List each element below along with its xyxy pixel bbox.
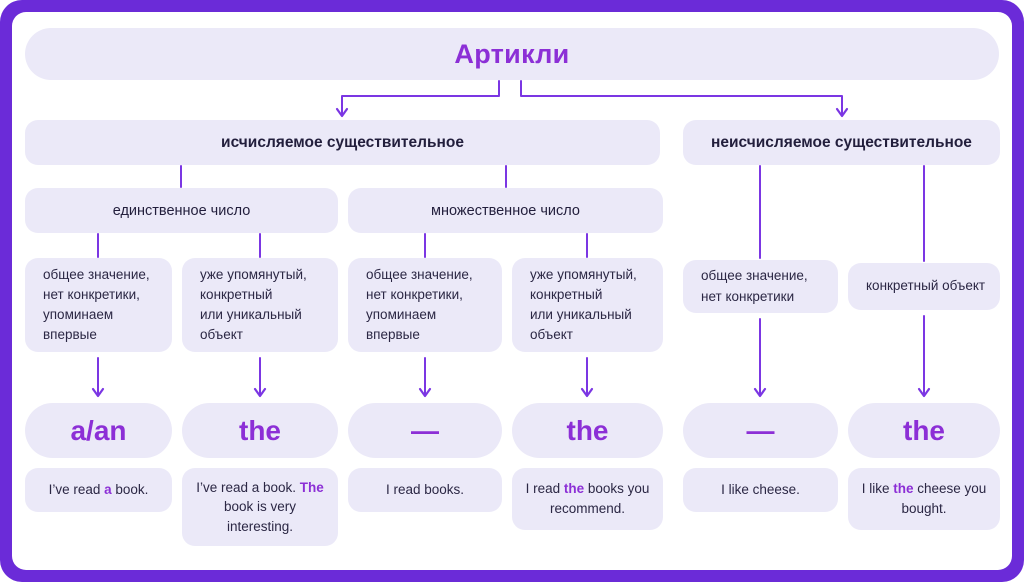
example-box-2: I’ve read a book. The book is very inter… [182,468,338,546]
article-label-6: the [903,414,945,446]
condition-text-1: общее значение, нет конкретики, упоминае… [43,266,150,343]
title-box: Артикли [25,28,999,80]
article-label-4: the [566,414,609,446]
node-uncountable: неисчисляемое существительное [683,120,1000,165]
node-plural: множественное число [348,188,663,233]
article-pill-2: the [182,403,338,458]
diagram-title: Артикли [454,38,570,69]
example-text-1: I’ve read a book. [48,482,149,498]
condition-text-5: общее значение, нет конкретики [701,268,808,304]
node-plural-label: множественное число [431,202,580,219]
condition-text-4: уже упомянутый, конкретный или уникальны… [530,266,637,343]
condition-text-2: уже упомянутый, конкретный или уникальны… [200,266,307,343]
condition-box-4: уже упомянутый, конкретный или уникальны… [512,258,663,352]
article-label-5: — [746,414,775,446]
condition-box-3: общее значение, нет конкретики, упоминае… [348,258,502,352]
condition-text-3: общее значение, нет конкретики, упоминае… [366,266,473,343]
condition-box-6: конкретный объект [848,263,1000,310]
article-label-3: — [411,414,439,446]
example-text-4: I read the books you recommend. [525,481,650,516]
article-pill-1: a/an [25,403,172,458]
node-countable-label: исчисляемое существительное [221,133,464,151]
example-box-1: I’ve read a book. [25,468,172,512]
article-pill-5: — [683,403,838,458]
example-box-6: I like the cheese you bought. [848,468,1000,530]
node-singular: единственное число [25,188,338,233]
example-box-4: I read the books you recommend. [512,468,663,530]
article-label-2: the [239,414,281,446]
node-uncountable-label: неисчисляемое существительное [711,133,972,151]
condition-box-5: общее значение, нет конкретики [683,260,838,313]
article-pill-4: the [512,403,663,458]
example-text-5: I like cheese. [721,482,800,498]
condition-text-6: конкретный объект [866,278,986,294]
example-text-6: I like the cheese you bought. [861,481,987,516]
node-countable: исчисляемое существительное [25,120,660,165]
article-pill-3: — [348,403,502,458]
condition-box-1: общее значение, нет конкретики, упоминае… [25,258,172,352]
example-text-3: I read books. [385,482,465,498]
example-text-2: I’ve read a book. The book is very inter… [196,479,324,534]
article-pill-6: the [848,403,1000,458]
example-box-5: I like cheese. [683,468,838,512]
condition-box-2: уже упомянутый, конкретный или уникальны… [182,258,338,352]
example-box-3: I read books. [348,468,502,512]
node-singular-label: единственное число [112,202,251,219]
article-label-1: a/an [70,414,127,446]
